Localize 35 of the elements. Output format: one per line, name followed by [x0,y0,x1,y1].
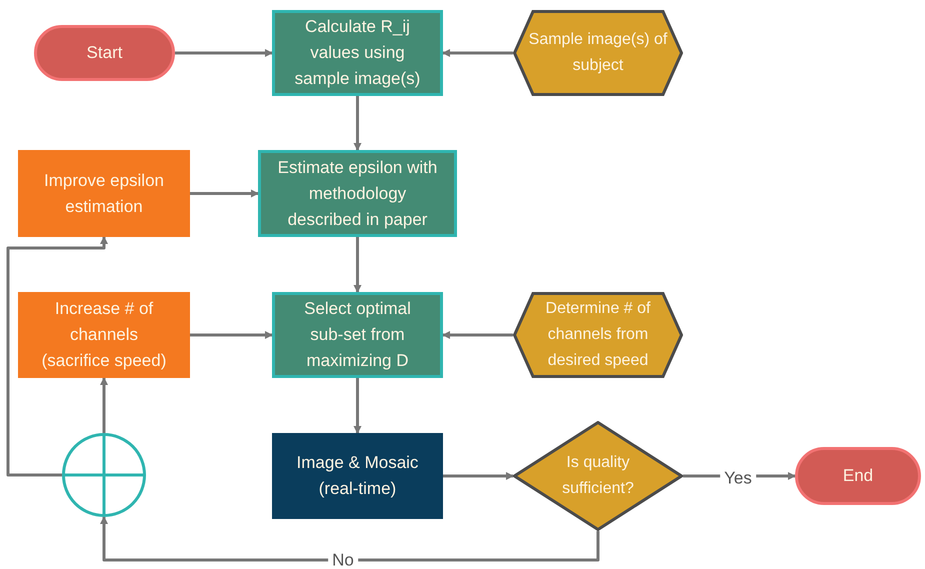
process-box [272,292,443,378]
arrow [443,472,514,480]
arrow [6,236,108,476]
arrow [354,96,362,151]
edge-label: No [328,552,358,568]
arrow [175,49,273,57]
arrow [100,377,108,433]
arrow [100,516,600,562]
arrow [442,49,513,57]
arrow [190,331,273,339]
process-box [18,150,190,237]
node-text: Calculate R_ij values using sample image(s) [294,16,422,90]
node-text: Sample image(s) of subject [528,30,668,76]
process-box [272,10,443,96]
node-text: Increase # of channels (sacrifice speed) [40,298,168,372]
edge-label: Yes [720,470,756,486]
process-box [272,433,443,519]
node-text: Estimate epsilon with methodology described in paper [276,156,438,230]
node-text: Start [86,42,122,64]
arrow [442,331,513,339]
input-hexagon [513,10,683,96]
arrow [190,190,259,198]
node-text: Is quality sufficient? [561,453,635,499]
summing-junction [62,433,146,517]
input-hexagon [513,292,683,378]
arrow [354,237,362,293]
process-box [258,150,457,237]
node-text: Select optimal sub-set from maximizing D [303,298,412,372]
node-text: End [842,465,874,487]
process-box [18,292,190,378]
decision-diamond [513,421,683,531]
node-text: Determine # of channels from desired speed [544,299,652,371]
node-text: Image & Mosaic (real-time) [296,452,420,500]
node-text: Improve epsilon estimation [42,170,165,218]
arrow [354,378,362,434]
